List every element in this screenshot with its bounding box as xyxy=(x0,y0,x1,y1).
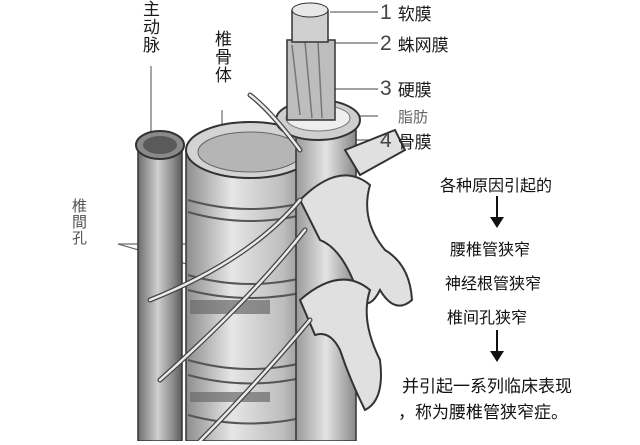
label-intervertebral-foramen: 椎間孔 xyxy=(70,198,88,246)
membrane-number: 4 xyxy=(380,128,392,152)
membrane-label-2: 2 蛛网膜 xyxy=(380,31,449,57)
flow-result-line2: ，称为腰椎管狭窄症。 xyxy=(398,403,568,423)
flow-item-lumbar-canal: 腰椎管狭窄 xyxy=(450,240,531,259)
flow-result-line1: 并引起一系列临床表现 xyxy=(402,377,572,397)
flow-item-foramen: 椎间孔狭窄 xyxy=(447,308,528,327)
vertebral-processes xyxy=(298,128,414,412)
down-arrow-icon xyxy=(490,196,504,228)
aorta xyxy=(135,130,185,442)
spinal-cord xyxy=(275,2,361,442)
label-vertebral-body: 椎骨体 xyxy=(211,30,231,84)
membrane-number: 2 xyxy=(380,31,392,55)
down-arrow-icon xyxy=(490,330,504,362)
membrane-label-4: 4 骨膜 xyxy=(380,128,432,154)
membrane-name: 骨膜 xyxy=(397,133,432,153)
label-aorta: 主动脉 xyxy=(139,0,159,54)
membrane-name: 蛛网膜 xyxy=(397,36,449,56)
flow-cause: 各种原因引起的 xyxy=(440,176,553,195)
membrane-name: 软膜 xyxy=(397,5,432,25)
membrane-label-3: 3 硬膜 xyxy=(380,76,432,102)
membrane-label-fat: 脂肪 xyxy=(398,106,428,127)
flow-item-nerve-root-canal: 神经根管狭窄 xyxy=(445,274,542,293)
membrane-number: 3 xyxy=(380,76,392,100)
membrane-label-1: 1 软膜 xyxy=(380,0,432,26)
membrane-name: 脂肪 xyxy=(398,108,429,126)
membrane-number: 1 xyxy=(380,0,392,24)
membrane-name: 硬膜 xyxy=(397,81,432,101)
